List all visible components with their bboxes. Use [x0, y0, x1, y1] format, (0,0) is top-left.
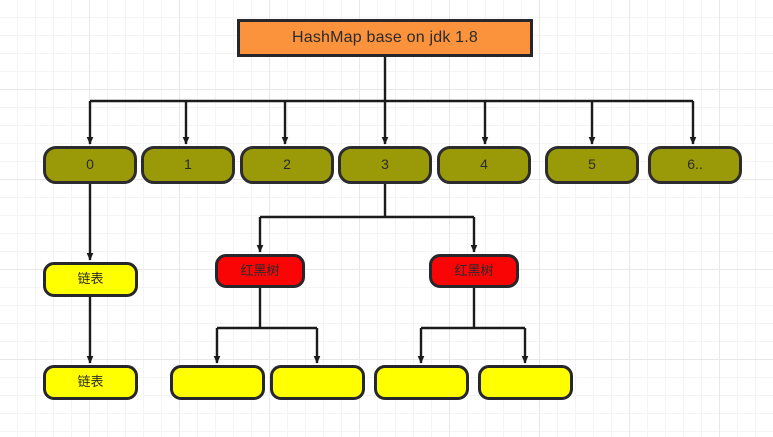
bucket-node-2[interactable]: 2 — [240, 146, 334, 184]
leaf-node-1[interactable] — [270, 365, 365, 400]
node-label: 红黑树 — [454, 262, 494, 278]
bucket-node-5[interactable]: 5 — [545, 146, 639, 184]
node-label: 4 — [480, 156, 488, 173]
node-label: 1 — [184, 156, 192, 173]
node-label: 5 — [588, 156, 596, 173]
bucket-node-3[interactable]: 3 — [338, 146, 432, 184]
leaf-node-3[interactable] — [478, 365, 573, 400]
node-label: 2 — [283, 156, 291, 173]
node-label: 红黑树 — [240, 262, 280, 278]
node-label: 链表 — [77, 374, 104, 390]
node-label: 3 — [381, 156, 389, 173]
bucket-node-6[interactable]: 6.. — [648, 146, 742, 184]
linked-list-node-1[interactable]: 链表 — [43, 365, 138, 400]
node-label: 6.. — [687, 156, 703, 173]
node-label: 0 — [86, 156, 94, 173]
bucket-node-1[interactable]: 1 — [141, 146, 235, 184]
leaf-node-0[interactable] — [170, 365, 265, 400]
bucket-node-0[interactable]: 0 — [43, 146, 137, 184]
node-label: HashMap base on jdk 1.8 — [291, 29, 479, 47]
linked-list-node-0[interactable]: 链表 — [43, 262, 138, 297]
bucket-node-4[interactable]: 4 — [437, 146, 531, 184]
leaf-node-2[interactable] — [374, 365, 469, 400]
red-black-tree-node-1[interactable]: 红黑树 — [429, 254, 519, 288]
node-label: 链表 — [77, 271, 104, 287]
red-black-tree-node-0[interactable]: 红黑树 — [215, 254, 305, 288]
node-hashmap-title[interactable]: HashMap base on jdk 1.8 — [237, 19, 533, 57]
